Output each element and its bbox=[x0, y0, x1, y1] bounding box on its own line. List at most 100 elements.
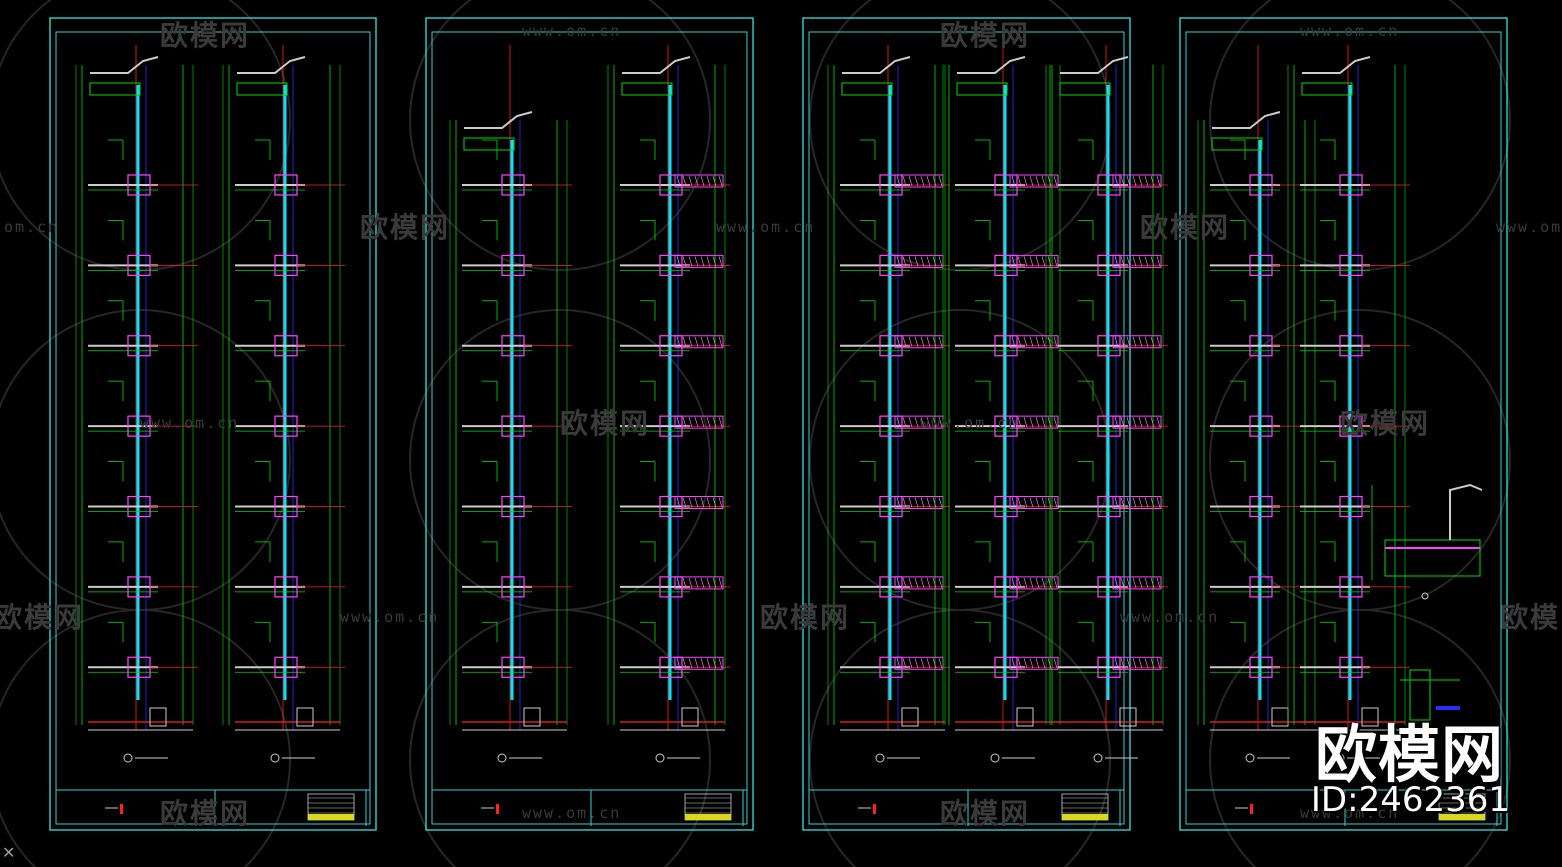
watermark-brand-9: 欧模网 bbox=[1500, 601, 1562, 634]
railing-hatch-stroke bbox=[1047, 577, 1052, 588]
footer-id-label: ID:2462361 bbox=[1310, 780, 1510, 820]
railing-hatch-stroke bbox=[1150, 256, 1155, 267]
railing-hatch-stroke bbox=[902, 658, 907, 669]
railing-hatch-stroke bbox=[1029, 658, 1034, 669]
railing-hatch-stroke bbox=[676, 497, 681, 508]
railing-hatch-stroke bbox=[1017, 658, 1022, 669]
railing-hatch-stroke bbox=[1132, 175, 1137, 187]
footing-hatch bbox=[1361, 707, 1379, 727]
watermark-brand-8: 欧模网 bbox=[760, 601, 851, 634]
railing-hatch-stroke bbox=[908, 577, 913, 588]
railing-hatch-stroke bbox=[1126, 497, 1131, 508]
railing-hatch-stroke bbox=[908, 658, 913, 669]
watermark-url-11: www.om.cn bbox=[1300, 804, 1400, 822]
railing-hatch-stroke bbox=[932, 417, 937, 428]
railing-hatch-stroke bbox=[688, 175, 693, 187]
railing-hatch-stroke bbox=[1035, 175, 1040, 187]
sheet-outer-frame bbox=[1179, 17, 1508, 831]
railing-hatch-stroke bbox=[1011, 658, 1016, 669]
railing-hatch-stroke bbox=[908, 417, 913, 428]
balcony-railing-hatch bbox=[674, 576, 724, 590]
railing-hatch-stroke bbox=[1053, 417, 1058, 428]
railing-hatch-stroke bbox=[914, 256, 919, 267]
railing-hatch-stroke bbox=[914, 175, 919, 187]
watermark-brand-2: 欧模网 bbox=[940, 19, 1031, 52]
railing-hatch-stroke bbox=[1126, 577, 1131, 588]
railing-hatch-stroke bbox=[712, 497, 717, 508]
railing-hatch-stroke bbox=[706, 256, 711, 267]
railing-hatch-stroke bbox=[1053, 658, 1058, 669]
watermark-arc bbox=[1209, 309, 1511, 611]
parapet-outline bbox=[464, 111, 533, 129]
roof-slab bbox=[621, 82, 673, 96]
footing-hatch bbox=[681, 707, 699, 727]
railing-hatch-stroke bbox=[938, 577, 943, 588]
legend-red-mark bbox=[873, 804, 876, 814]
railing-hatch-stroke bbox=[926, 497, 931, 508]
railing-hatch-stroke bbox=[1029, 417, 1034, 428]
section-caption-bubble bbox=[270, 753, 280, 763]
railing-hatch-stroke bbox=[682, 417, 687, 428]
watermark-url-1: www.om.cn bbox=[522, 22, 622, 40]
railing-hatch-stroke bbox=[1138, 658, 1143, 669]
railing-hatch-stroke bbox=[718, 577, 723, 588]
railing-hatch-stroke bbox=[896, 577, 901, 588]
railing-hatch-stroke bbox=[1047, 417, 1052, 428]
railing-hatch-stroke bbox=[920, 175, 925, 187]
railing-hatch-stroke bbox=[908, 256, 913, 267]
railing-hatch-stroke bbox=[902, 336, 907, 347]
railing-hatch-stroke bbox=[712, 658, 717, 669]
railing-hatch-stroke bbox=[676, 417, 681, 428]
railing-hatch-stroke bbox=[1156, 417, 1161, 428]
railing-hatch-stroke bbox=[908, 497, 913, 508]
roof-slab bbox=[89, 82, 141, 96]
railing-hatch-stroke bbox=[706, 336, 711, 347]
watermark-arcs bbox=[0, 0, 1511, 867]
detail-b-blue bbox=[1436, 706, 1460, 710]
railing-hatch-stroke bbox=[1023, 336, 1028, 347]
railing-hatch-stroke bbox=[1017, 175, 1022, 187]
railing-hatch-stroke bbox=[694, 256, 699, 267]
drawing-sheet-4 bbox=[1179, 17, 1508, 831]
railing-hatch-stroke bbox=[682, 658, 687, 669]
balcony-railing-hatch bbox=[674, 174, 724, 188]
railing-hatch-stroke bbox=[1144, 497, 1149, 508]
railing-hatch-stroke bbox=[902, 577, 907, 588]
footing-hatch bbox=[523, 707, 541, 727]
railing-hatch-stroke bbox=[1138, 175, 1143, 187]
railing-hatch-stroke bbox=[1053, 577, 1058, 588]
railing-hatch-stroke bbox=[712, 256, 717, 267]
balcony-railing-hatch bbox=[1009, 335, 1059, 349]
balcony-railing-hatch bbox=[1009, 254, 1059, 268]
railing-hatch-stroke bbox=[938, 336, 943, 347]
balcony-railing-hatch bbox=[674, 254, 724, 268]
railing-hatch-stroke bbox=[1120, 658, 1125, 669]
railing-hatch-stroke bbox=[676, 577, 681, 588]
railing-hatch-stroke bbox=[938, 417, 943, 428]
railing-hatch-stroke bbox=[1150, 658, 1155, 669]
railing-hatch-stroke bbox=[676, 336, 681, 347]
balcony-railing-hatch bbox=[674, 656, 724, 670]
railing-hatch-stroke bbox=[1132, 497, 1137, 508]
railing-hatch-stroke bbox=[694, 175, 699, 187]
detail-b-outline bbox=[1409, 669, 1431, 721]
watermark-arc bbox=[1209, 0, 1511, 271]
railing-hatch-stroke bbox=[718, 658, 723, 669]
railing-hatch-stroke bbox=[1053, 175, 1058, 187]
railing-hatch-stroke bbox=[920, 577, 925, 588]
railing-hatch-stroke bbox=[1041, 175, 1046, 187]
railing-hatch-stroke bbox=[1047, 658, 1052, 669]
parapet-outline bbox=[237, 56, 306, 74]
railing-hatch-stroke bbox=[688, 417, 693, 428]
railing-hatch-stroke bbox=[1035, 577, 1040, 588]
roof-slab bbox=[463, 137, 515, 151]
railing-hatch-stroke bbox=[1011, 577, 1016, 588]
railing-hatch-stroke bbox=[1156, 658, 1161, 669]
railing-hatch-stroke bbox=[1114, 658, 1119, 669]
section-caption-bubble bbox=[1093, 753, 1103, 763]
railing-hatch-stroke bbox=[1023, 658, 1028, 669]
railing-hatch-stroke bbox=[694, 417, 699, 428]
railing-hatch-stroke bbox=[938, 658, 943, 669]
parapet-outline bbox=[1060, 56, 1129, 74]
railing-hatch-stroke bbox=[1023, 175, 1028, 187]
